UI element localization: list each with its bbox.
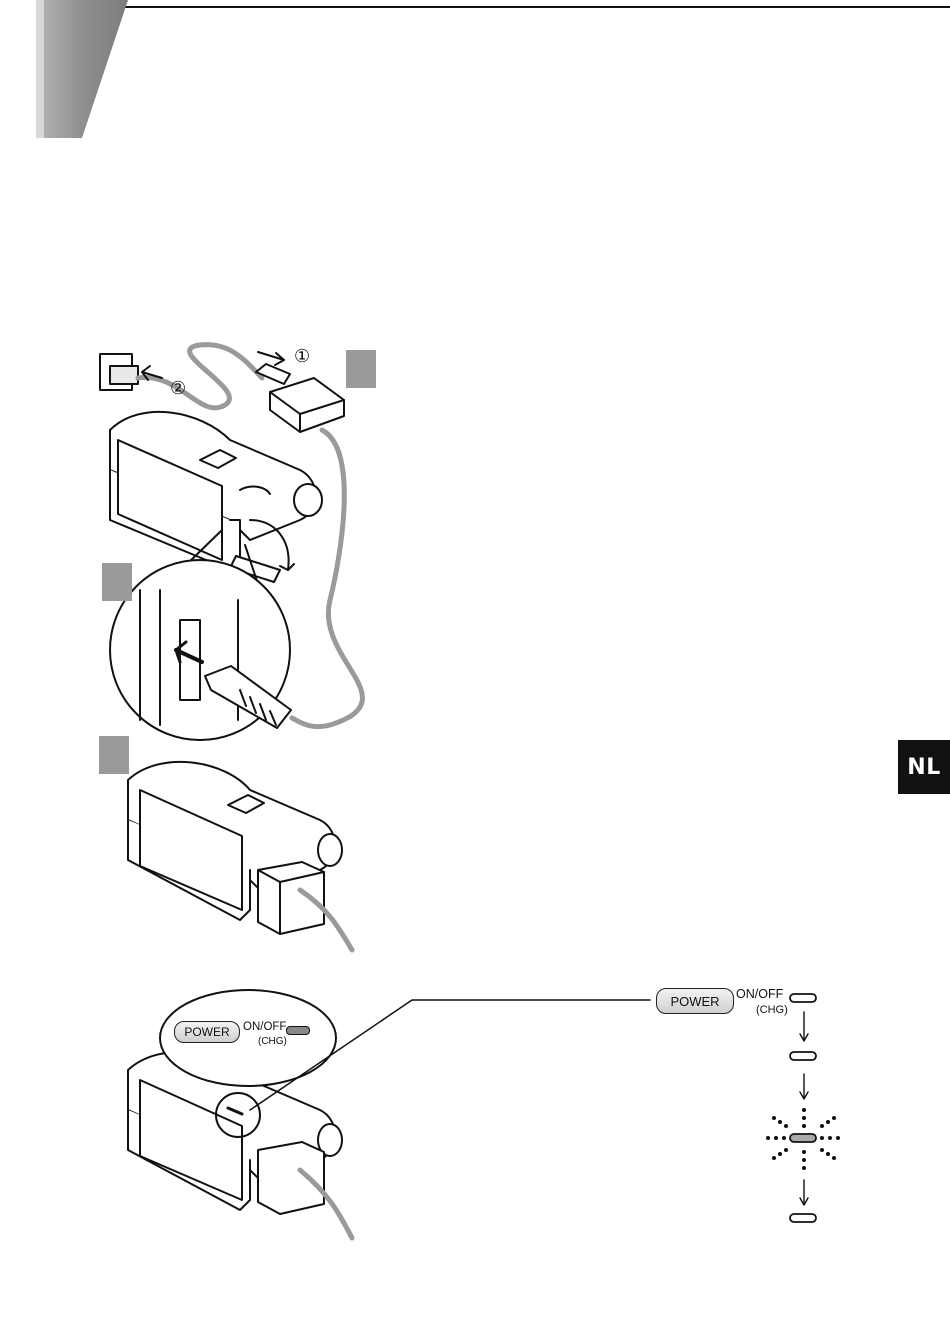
power-button: POWER [656,988,734,1014]
language-tab: NL [898,740,950,794]
dc-in-jack-closeup [110,530,291,740]
indicator-sequence [790,994,816,1222]
callout-outlet-step: ② [170,378,186,399]
step-marker-1 [346,350,376,388]
callout-power-button: POWER [174,1021,240,1043]
camcorder-illustration-1 [110,412,322,582]
callout-chg-label: (CHG) [258,1036,287,1047]
camcorder-illustration-2 [128,762,352,950]
callout-onoff-label: ON/OFF [243,1021,286,1033]
step-marker-2 [102,563,132,601]
onoff-label: ON/OFF [736,987,783,1001]
callout-indicator-lamp [286,1026,310,1035]
power-adapter-icon [256,364,344,432]
step-marker-3 [99,736,129,774]
chg-label: (CHG) [756,1004,788,1016]
wall-outlet-icon [100,354,138,390]
callout-plug-step: ① [294,346,310,367]
